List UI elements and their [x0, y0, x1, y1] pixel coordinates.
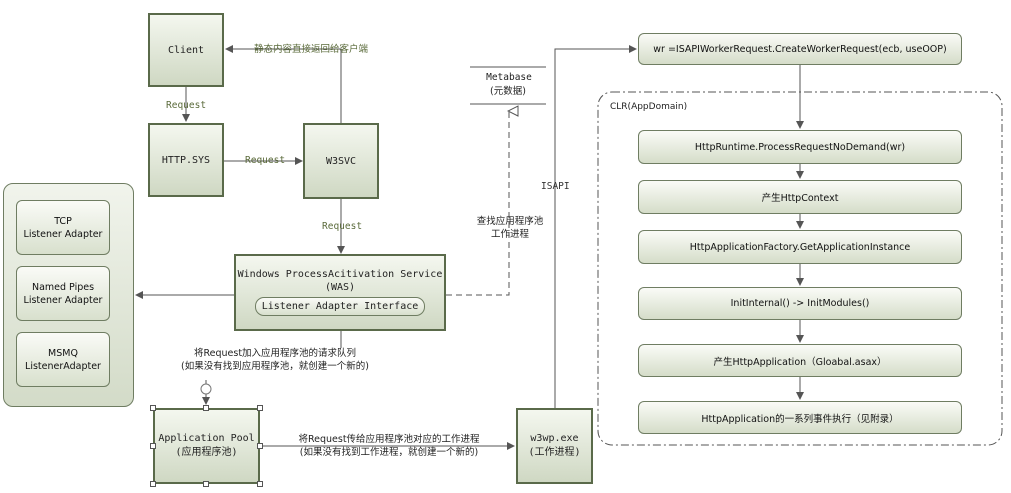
step-3-label: HttpApplicationFactory.GetApplicationIns…	[689, 241, 911, 253]
was-to-metabase-dashed	[446, 111, 509, 296]
w3wp-node: w3wp.exe (工作进程)	[516, 408, 593, 484]
step-5-label: 产生HttpApplication（Gloabal.asax）	[713, 356, 887, 368]
tcp-adapter-subtitle: Listener Adapter	[23, 228, 103, 240]
step-create-httpcontext: 产生HttpContext	[638, 180, 962, 214]
step-process-request: HttpRuntime.ProcessRequestNoDemand(wr)	[638, 130, 962, 164]
w3wp-title: w3wp.exe	[530, 433, 579, 444]
static-return-label: 静态内容直接返回给客户端	[254, 44, 369, 55]
metabase-subtitle: (元数据)	[490, 86, 526, 97]
client-label: Client	[167, 44, 205, 56]
step-init-modules: InitInternal() -> InitModules()	[638, 287, 962, 320]
httpsys-node: HTTP.SYS	[148, 123, 224, 197]
pipes-adapter-subtitle: Listener Adapter	[23, 294, 103, 306]
step-get-application-instance: HttpApplicationFactory.GetApplicationIns…	[638, 230, 962, 264]
pass-line2: (如果没有找到工作进程，就创建一个新的)	[299, 447, 479, 458]
w3wp-to-isapi-arrow	[554, 45, 637, 408]
step-create-httpapplication: 产生HttpApplication（Gloabal.asax）	[638, 344, 962, 377]
step-1-label: HttpRuntime.ProcessRequestNoDemand(wr)	[694, 141, 906, 153]
pass-label: 将Request传给应用程序池对应的工作进程 (如果没有找到工作进程，就创建一个…	[276, 433, 502, 459]
client-node: Client	[148, 13, 224, 87]
pass-line1: 将Request传给应用程序池对应的工作进程	[298, 434, 480, 445]
queue-label: 将Request加入应用程序池的请求队列 (如果没有找到应用程序池，就创建一个新…	[150, 347, 400, 373]
w3svc-node: W3SVC	[303, 123, 379, 199]
find-pool-line1: 查找应用程序池	[476, 216, 544, 227]
listener-iface-label: Listener Adapter Interface	[261, 301, 419, 312]
queue-line1: 将Request加入应用程序池的请求队列	[193, 348, 357, 359]
step-0-label: wr =ISAPIWorkerRequest.CreateWorkerReque…	[653, 43, 947, 55]
msmq-adapter-subtitle: ListenerAdapter	[25, 360, 101, 372]
step-2-label: 产生HttpContext	[761, 193, 839, 204]
app-pool-title: Application Pool	[158, 433, 255, 444]
clr-label: CLR(AppDomain)	[610, 102, 688, 112]
httpsys-label: HTTP.SYS	[161, 154, 211, 166]
w3svc-label: W3SVC	[325, 155, 357, 167]
metabase-title: Metabase	[486, 72, 532, 83]
app-pool-subtitle: (应用程序池)	[175, 447, 238, 458]
request-label-2: Request	[245, 155, 286, 166]
isapi-label: ISAPI	[541, 181, 570, 192]
w3svc-to-client-arrow	[225, 45, 342, 123]
request-label-3: Request	[322, 221, 363, 232]
clr-container	[597, 91, 1003, 446]
was-title: Windows ProcessAcitivation Service	[237, 269, 443, 280]
step-4-label: InitInternal() -> InitModules()	[730, 298, 870, 309]
was-subtitle: (WAS)	[324, 282, 356, 293]
step-create-worker-request: wr =ISAPIWorkerRequest.CreateWorkerReque…	[638, 33, 962, 65]
tcp-adapter-title: TCP	[54, 215, 72, 227]
pipes-adapter-title: Named Pipes	[31, 281, 95, 293]
w3wp-subtitle: (工作进程)	[528, 447, 581, 458]
step-application-events: HttpApplication的一系列事件执行（见附录）	[638, 401, 962, 434]
find-pool-line2: 工作进程	[490, 229, 529, 240]
msmq-adapter-title: MSMQ	[48, 347, 78, 359]
step-6-label: HttpApplication的一系列事件执行（见附录）	[701, 413, 899, 425]
was-node: Windows ProcessAcitivation Service (WAS)…	[234, 254, 446, 331]
request-label-1: Request	[166, 100, 207, 111]
application-pool-node: Application Pool (应用程序池)	[153, 408, 260, 484]
listener-adapter-interface: Listener Adapter Interface	[255, 297, 425, 316]
queue-line2: (如果没有找到应用程序池，就创建一个新的)	[181, 361, 369, 372]
find-pool-label: 查找应用程序池 工作进程	[468, 215, 552, 241]
